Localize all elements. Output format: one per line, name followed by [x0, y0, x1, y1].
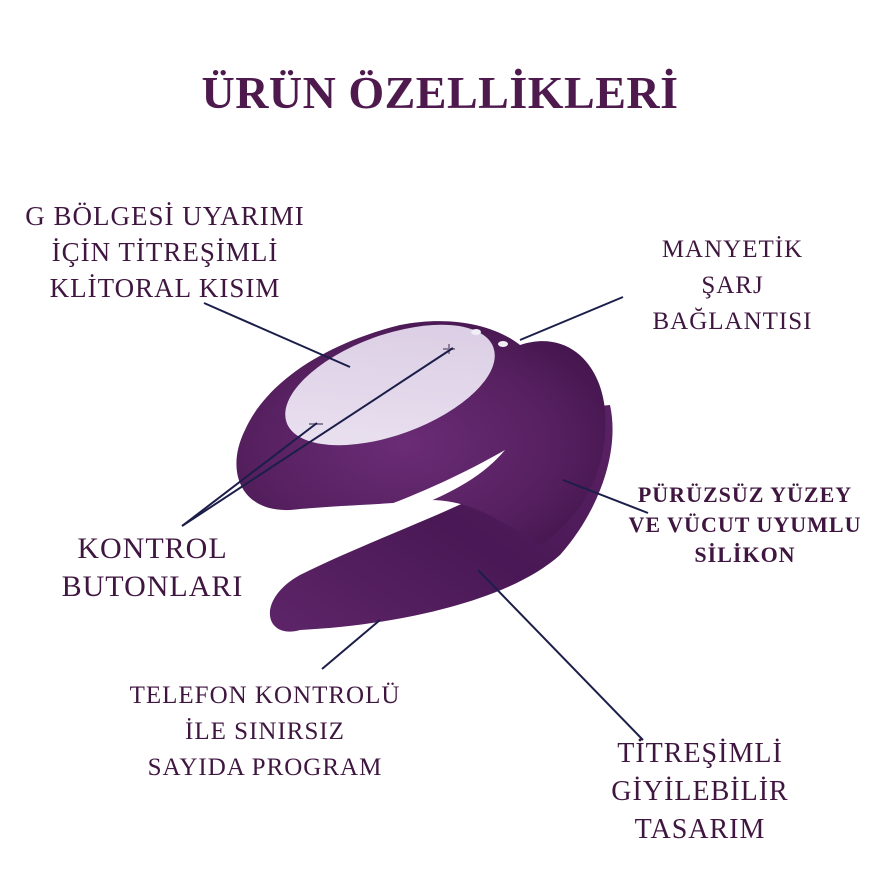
label-line: KONTROL	[77, 532, 228, 565]
label-line: G BÖLGESİ UYARIMI	[25, 201, 305, 231]
label-line: TİTREŞİMLİ	[617, 738, 783, 769]
label-wearable: TİTREŞİMLİ GİYİLEBİLİR TASARIM	[590, 735, 810, 849]
label-line: BUTONLARI	[61, 570, 244, 603]
callout-lines	[181, 296, 649, 741]
label-g-spot: G BÖLGESİ UYARIMI İÇİN TİTREŞİMLİ KLİTOR…	[0, 198, 330, 306]
label-line: VE VÜCUT UYUMLU	[628, 512, 862, 537]
label-line: TELEFON KONTROLÜ	[129, 682, 401, 709]
charge-contact-icon	[471, 329, 481, 335]
charge-contact-icon	[498, 341, 508, 347]
label-line: İÇİN TİTREŞİMLİ	[51, 237, 279, 267]
callout-line-icon	[181, 422, 318, 527]
callout-line-icon	[181, 347, 454, 527]
label-line: GİYİLEBİLİR	[611, 776, 789, 807]
label-line: MANYETİK	[661, 236, 804, 263]
label-control-buttons: KONTROL BUTONLARI	[40, 530, 265, 606]
callout-line-icon	[519, 296, 624, 341]
label-line: SAYIDA PROGRAM	[147, 754, 383, 781]
lower-arm	[269, 405, 613, 632]
page-title: ÜRÜN ÖZELLİKLERİ	[201, 67, 679, 118]
callout-line-icon	[477, 569, 644, 741]
callout-line-icon	[321, 619, 381, 670]
upper-body	[236, 321, 606, 545]
label-line: KLİTORAL KISIM	[49, 273, 281, 303]
label-line: PÜRÜZSÜZ YÜZEY	[637, 482, 853, 507]
label-line: BAĞLANTISI	[652, 308, 813, 335]
label-line: İLE SINIRSIZ	[185, 718, 345, 745]
label-magnetic-charge: MANYETİK ŞARJ BAĞLANTISI	[625, 232, 840, 340]
label-line: TASARIM	[634, 814, 766, 845]
label-smooth-surface: PÜRÜZSÜZ YÜZEY VE VÜCUT UYUMLU SİLİKON	[610, 480, 880, 570]
label-phone-control: TELEFON KONTROLÜ İLE SINIRSIZ SAYIDA PRO…	[110, 678, 420, 786]
callout-line-icon	[203, 302, 351, 368]
label-line: SİLİKON	[694, 542, 796, 567]
label-line: ŞARJ	[701, 272, 764, 299]
callout-line-icon	[562, 479, 649, 514]
